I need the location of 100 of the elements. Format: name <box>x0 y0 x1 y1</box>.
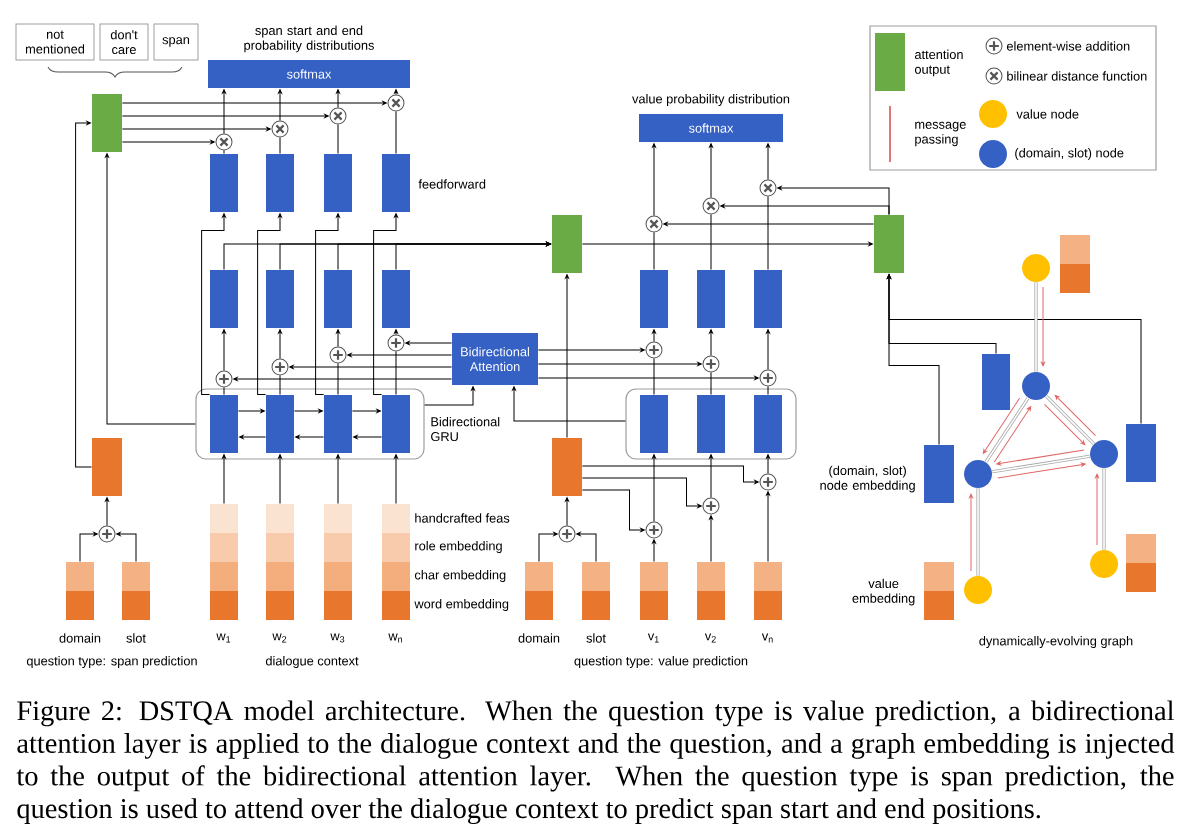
cross-circle <box>215 133 233 151</box>
cross-circle <box>759 179 777 197</box>
arrow <box>336 89 340 108</box>
arrow <box>121 140 215 144</box>
arrow <box>278 329 282 359</box>
connector-line <box>767 196 769 271</box>
arrow <box>766 454 770 474</box>
arrow <box>581 465 759 484</box>
connector-line <box>653 232 655 271</box>
vector-box <box>697 270 725 328</box>
vector-box <box>754 270 782 328</box>
cross-circle <box>329 107 347 125</box>
arrow <box>239 435 267 439</box>
graph-edge <box>976 487 980 577</box>
message-arrow <box>993 406 1032 463</box>
feedforward-box <box>382 154 410 212</box>
gru-group-box <box>625 388 797 460</box>
plus-circle <box>98 525 116 543</box>
connector-line <box>710 214 712 271</box>
feedforward-box <box>266 154 294 212</box>
arrow <box>565 274 569 439</box>
node-embedding-box <box>1126 424 1156 482</box>
arrow <box>116 532 137 563</box>
value-node-circle <box>1090 550 1118 578</box>
arrow <box>663 222 875 226</box>
arrow <box>565 497 569 526</box>
embedding-box <box>92 438 122 496</box>
plus-circle <box>759 473 777 491</box>
arrow <box>581 477 702 508</box>
plus-circle <box>759 369 777 387</box>
arrow <box>537 376 759 380</box>
cross-circle <box>645 215 663 233</box>
connector-line <box>395 111 397 155</box>
vector-box <box>266 270 294 328</box>
arrow <box>351 409 381 413</box>
graph-edge <box>1102 467 1106 551</box>
arrow <box>336 454 340 505</box>
arrow <box>405 341 453 345</box>
message-arrow <box>982 397 1021 454</box>
message-arrow <box>969 493 973 572</box>
graph-edge <box>1045 395 1095 445</box>
graph-edge <box>991 454 1091 474</box>
cross-circle <box>271 120 289 138</box>
connector-line <box>223 150 225 155</box>
arrow <box>766 329 770 370</box>
attention-output-box <box>92 94 122 152</box>
value-embedding-stack <box>1126 534 1156 592</box>
attention-output-box <box>552 215 582 273</box>
vector-box <box>640 270 668 328</box>
graph-edge <box>1034 281 1038 373</box>
arrow <box>289 365 453 369</box>
arrow <box>652 454 656 522</box>
value-embedding-stack <box>1060 235 1090 293</box>
graph-edge <box>984 397 1030 463</box>
arrow <box>777 186 890 216</box>
arrow <box>257 213 282 396</box>
arrow <box>105 497 109 526</box>
arrow <box>766 491 770 563</box>
arrow <box>293 409 323 413</box>
arrow <box>424 386 475 406</box>
arrow <box>652 539 656 563</box>
arrow <box>353 435 383 439</box>
value-node-circle <box>1022 254 1050 282</box>
node-embedding-box <box>982 354 1010 410</box>
connector-line <box>279 375 281 396</box>
cross-circle <box>702 197 720 215</box>
message-arrow <box>1041 286 1045 367</box>
arrow <box>537 348 645 352</box>
gru-cell <box>697 395 725 453</box>
plus-circle <box>702 355 720 373</box>
message-arrow <box>997 462 1086 479</box>
connector-line <box>337 124 339 155</box>
arrow <box>652 329 656 342</box>
arrow <box>537 362 702 366</box>
arrow <box>121 114 329 118</box>
arrow <box>75 121 93 468</box>
cross-circle <box>387 94 405 112</box>
gru-cell <box>210 395 238 453</box>
gru-cell <box>754 395 782 453</box>
connector-line <box>223 387 225 396</box>
plus-circle <box>645 341 663 359</box>
message-arrow <box>1095 473 1099 546</box>
arrow <box>237 409 265 413</box>
plus-circle <box>271 358 289 376</box>
arrow <box>278 89 282 121</box>
arrow <box>105 153 196 425</box>
plus-circle <box>645 521 663 539</box>
connector-line <box>395 351 397 396</box>
connector-line <box>710 372 712 396</box>
figure-caption: Figure 2: DSTQA model architecture. When the question type is value prediction, a bidirectional attention layer is applied to the dialogue context and the question, and a graph embedding is injected to the output of the bidirectional attention layer. When the question type is span prediction, the question is used to attend over the dialogue context to predict span start and end positions. <box>16 700 1175 824</box>
arrow <box>512 386 626 422</box>
arrow <box>394 454 398 505</box>
value-node-circle <box>964 576 992 604</box>
gru-cell <box>324 395 352 453</box>
arrow <box>233 377 453 381</box>
arrow <box>336 329 340 347</box>
plus-circle <box>215 370 233 388</box>
message-arrow <box>1044 403 1086 446</box>
arrow <box>709 143 713 198</box>
connector-line <box>279 137 281 155</box>
